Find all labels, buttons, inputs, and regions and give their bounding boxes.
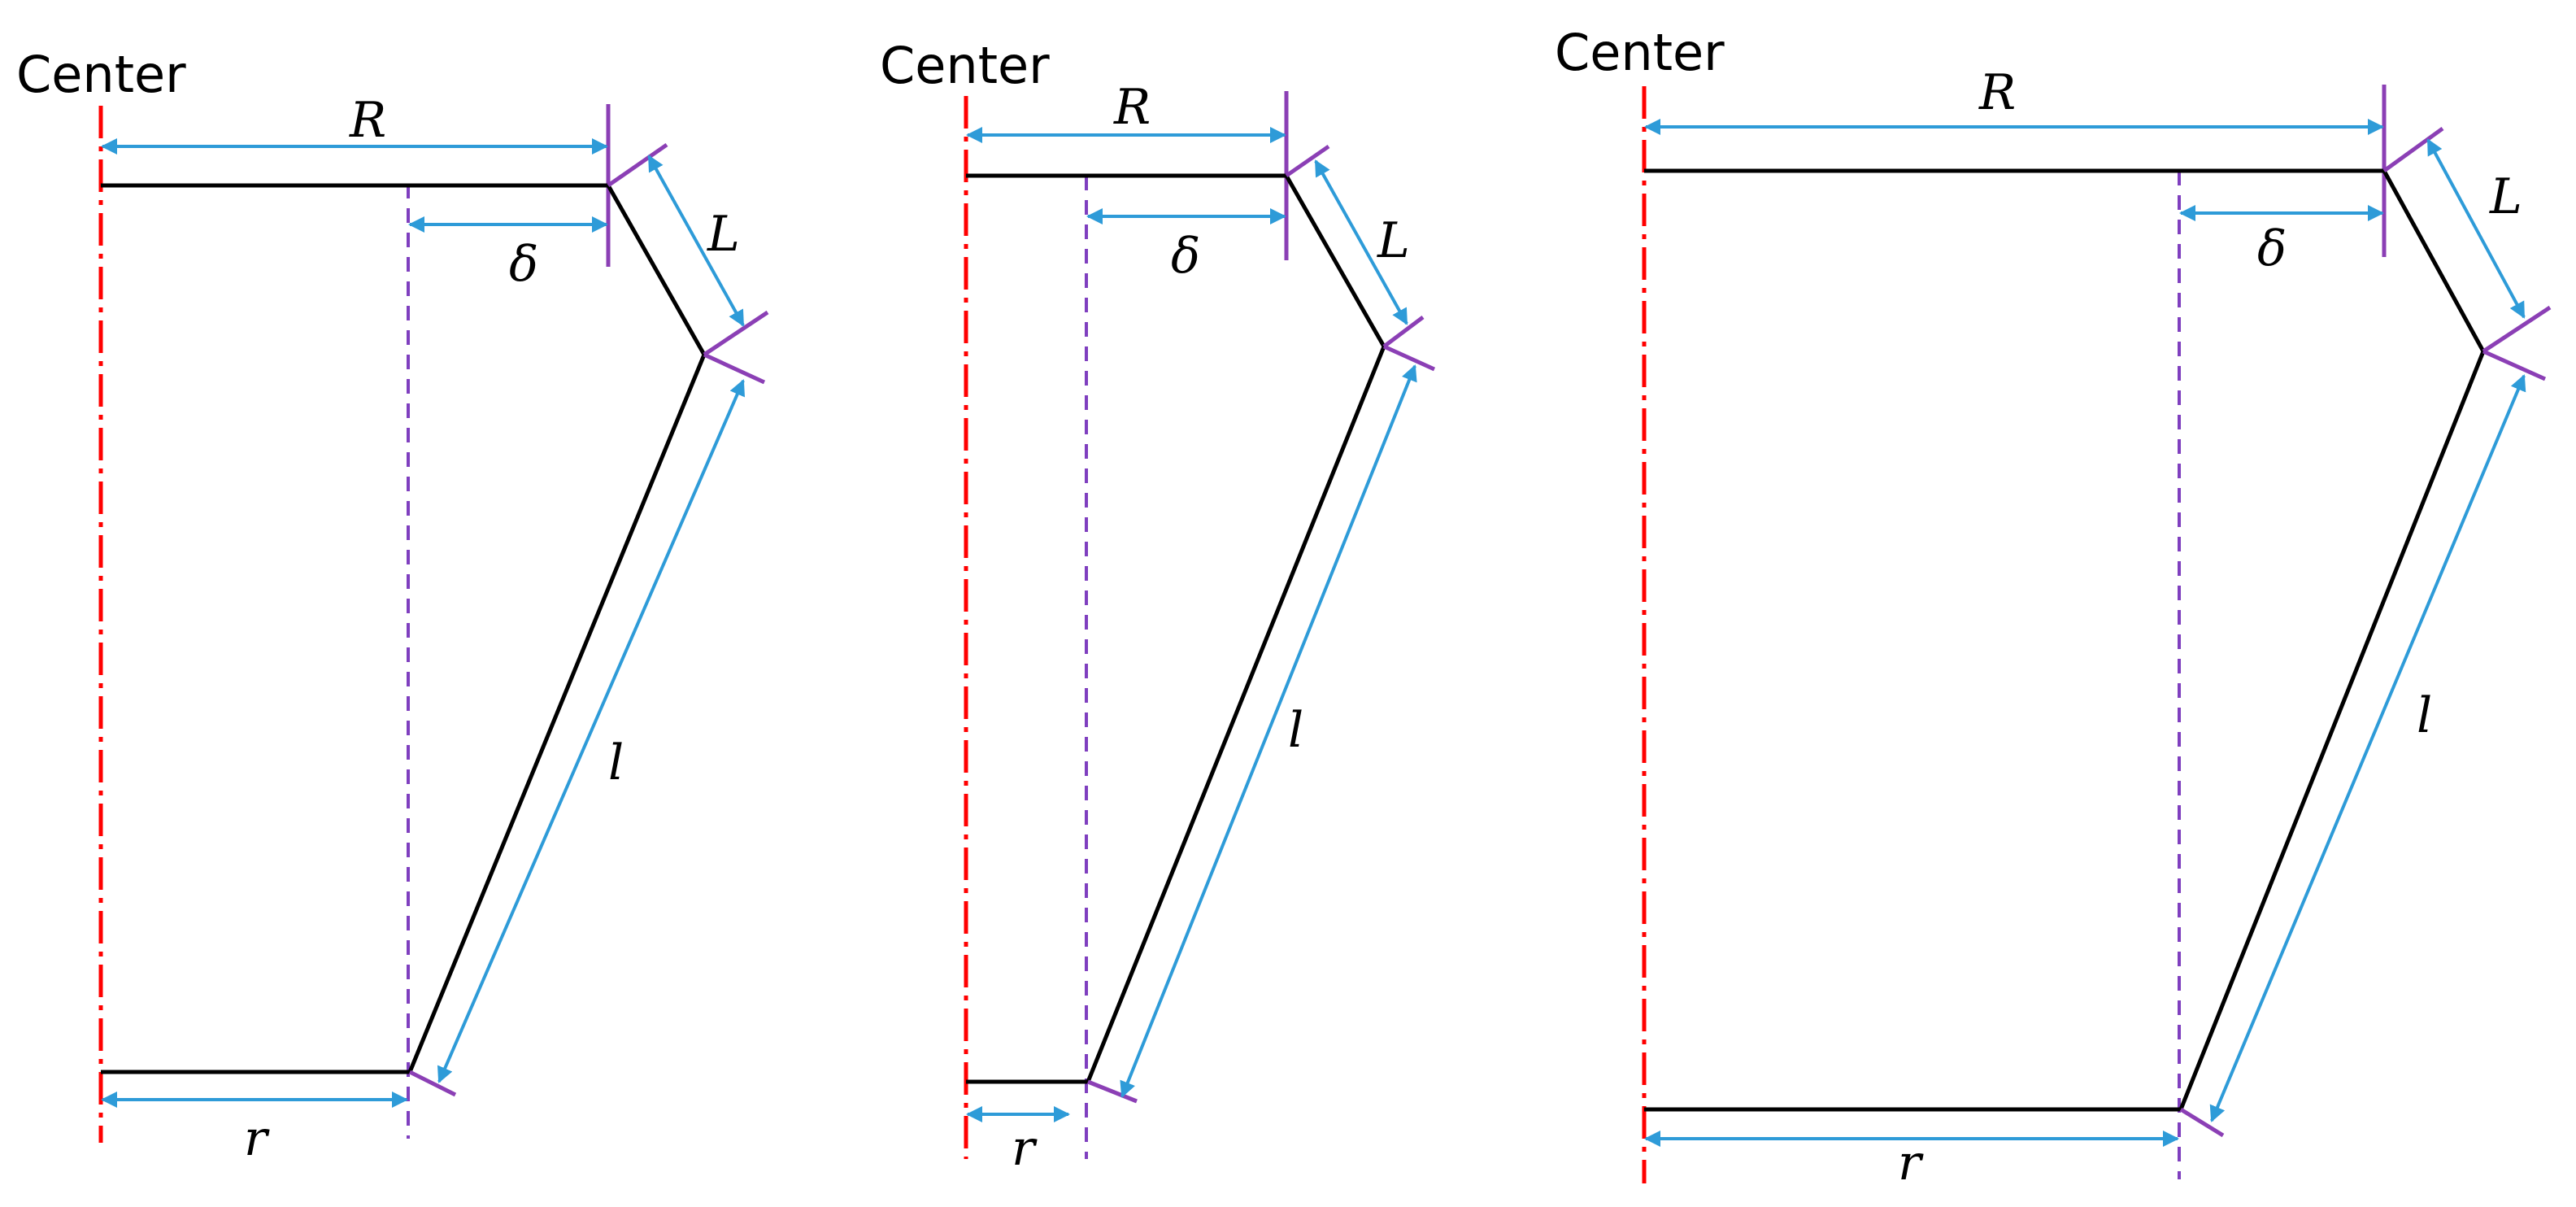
label-r: r (1898, 1135, 1924, 1192)
dimension-arrow-L (1314, 159, 1408, 325)
upper-joint-tick (2382, 126, 2444, 173)
dimension-arrow-l (1120, 364, 1417, 1098)
middle-joint-tick-b (2482, 349, 2547, 381)
label-l: l (1288, 702, 1303, 759)
dimension-arrow-L (2426, 138, 2526, 319)
lower-joint-tick (1087, 1079, 1138, 1104)
panel-3: Center R δ L l r (1555, 23, 2552, 1192)
label-r: r (1012, 1120, 1038, 1177)
middle-joint-tick-a (2482, 305, 2552, 354)
label-R: R (349, 92, 386, 149)
label-R: R (1978, 64, 2016, 121)
label-R: R (1113, 79, 1151, 136)
panel-1: Center R δ L l r (16, 45, 769, 1167)
label-L: L (707, 206, 740, 263)
lower-joint-tick (408, 1070, 457, 1097)
middle-joint-tick-a (703, 310, 769, 357)
dimension-arrow-l (437, 379, 746, 1083)
lower-joint-tick (2179, 1107, 2225, 1138)
upper-joint-tick (1285, 144, 1330, 178)
panel-2: Center R δ L l r (880, 36, 1436, 1177)
label-delta: δ (2257, 220, 2287, 277)
label-l: l (608, 734, 624, 791)
center-label: Center (16, 45, 186, 104)
linkage-outline (101, 183, 707, 1074)
label-l: l (2417, 687, 2432, 744)
label-L: L (1377, 212, 1410, 269)
center-label: Center (1555, 23, 1725, 82)
linkage-outline (966, 173, 1386, 1084)
label-L: L (2489, 168, 2522, 225)
label-delta: δ (1171, 228, 1200, 285)
upper-joint-tick (607, 142, 668, 188)
dimension-arrow-L (647, 155, 745, 327)
label-r: r (244, 1110, 270, 1167)
label-delta: δ (509, 236, 538, 293)
middle-joint-tick-a (1382, 316, 1425, 348)
dimension-arrow-l (2209, 374, 2526, 1122)
middle-joint-tick-b (1382, 344, 1436, 372)
linkage-outline (1644, 168, 2486, 1112)
middle-joint-tick-b (703, 352, 766, 385)
center-label: Center (880, 36, 1050, 95)
